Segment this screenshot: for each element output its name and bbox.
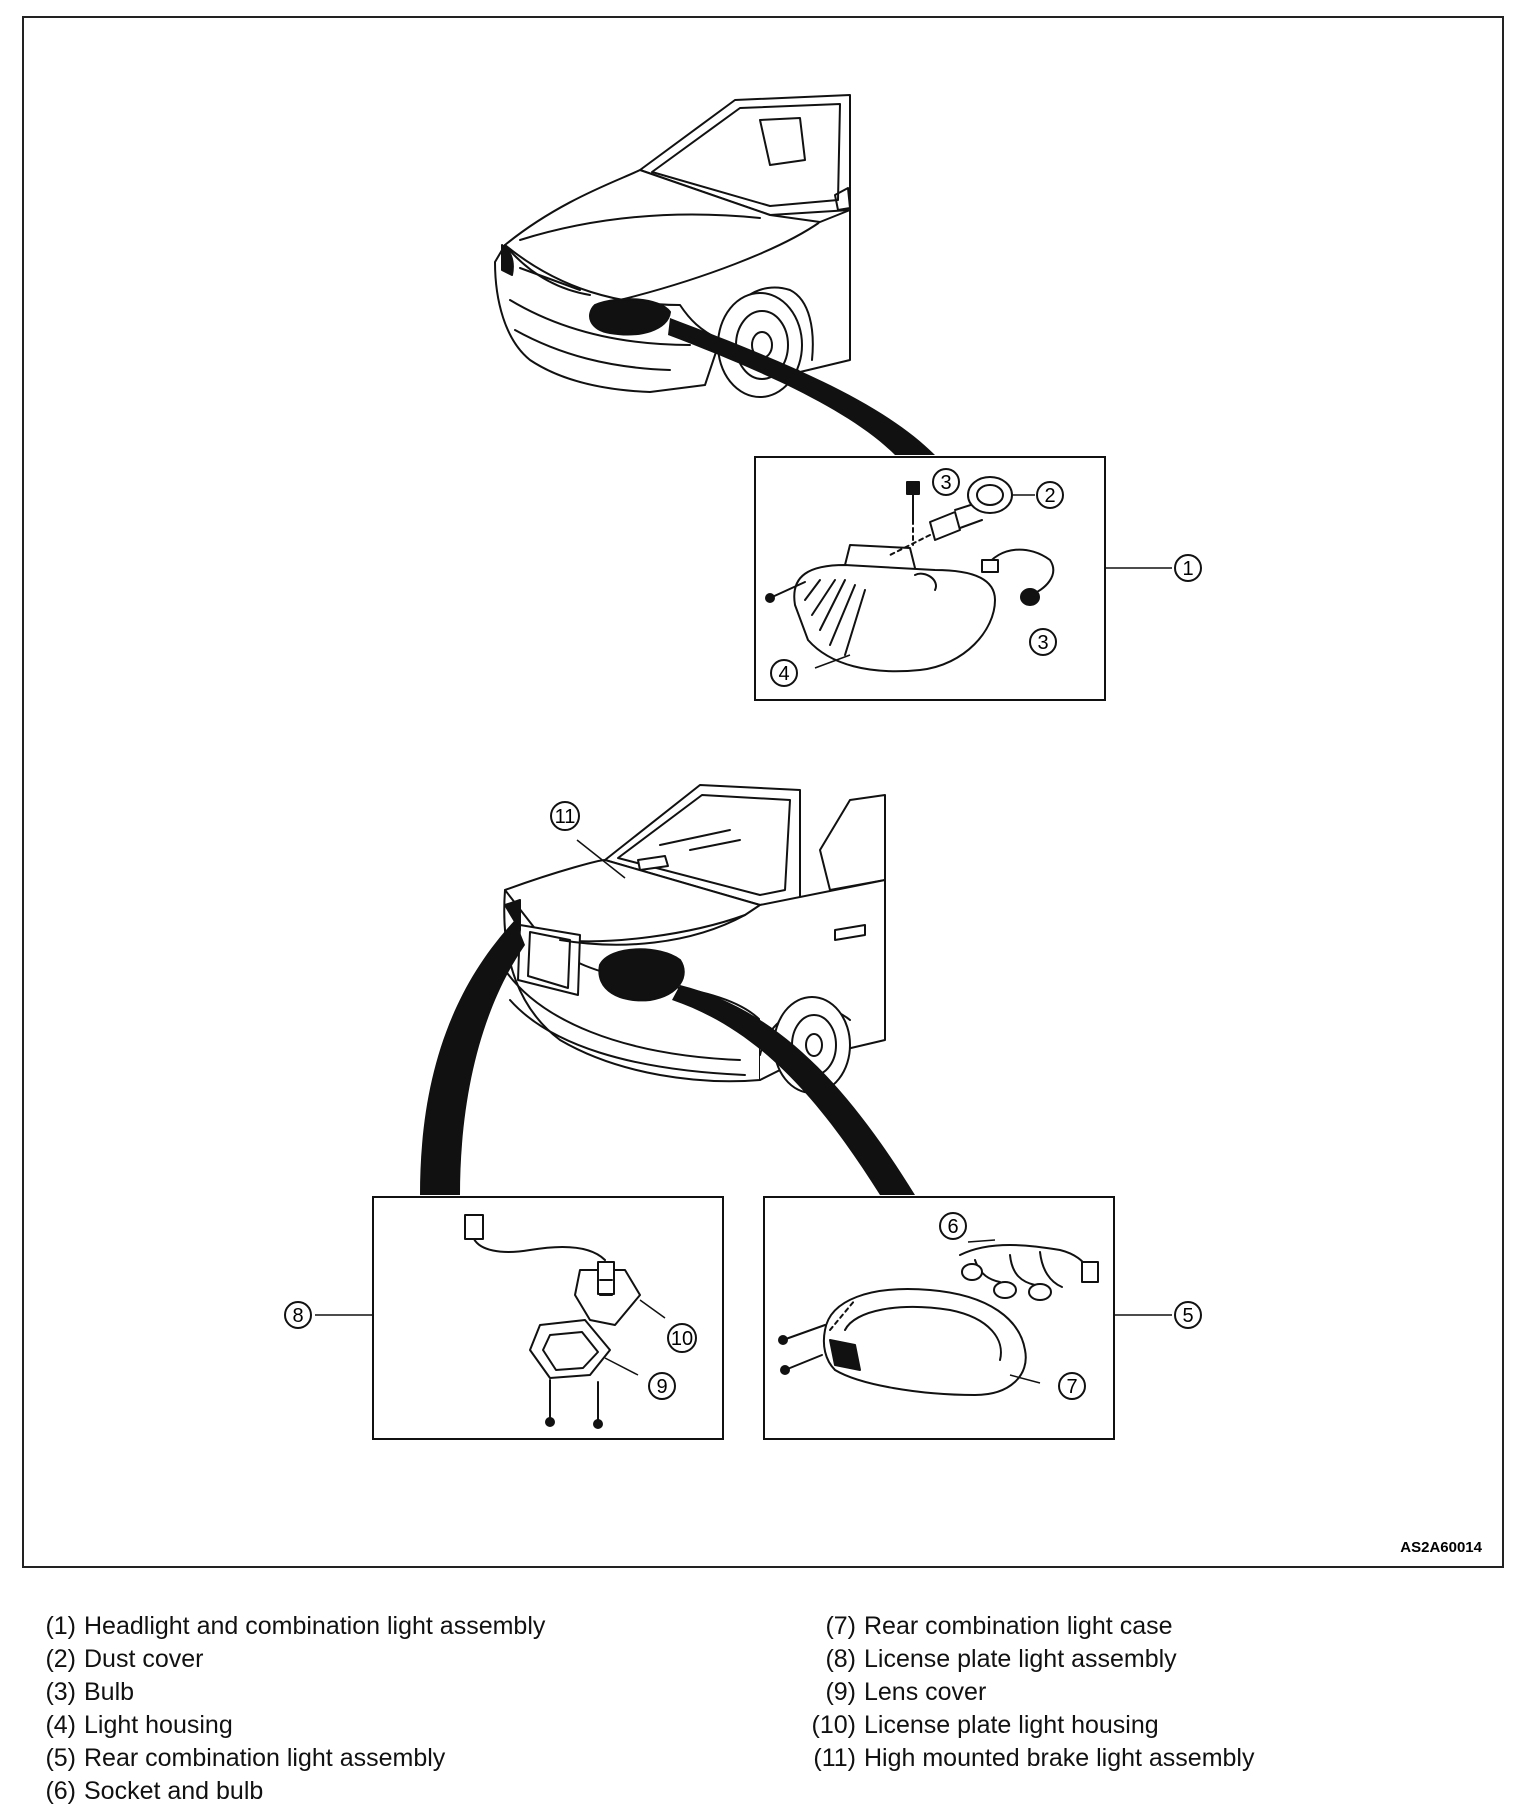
callout-2-label: 2 xyxy=(1044,485,1055,507)
callout-6: 6 xyxy=(939,1212,967,1240)
rear-light-detail-panel xyxy=(576,839,1172,1440)
legend-item: (10) License plate light housing xyxy=(806,1709,1254,1742)
legend-item-label: High mounted brake light assembly xyxy=(864,1744,1255,1772)
legend-item-label: Bulb xyxy=(84,1678,135,1706)
callout-7: 7 xyxy=(1058,1372,1086,1400)
front-detail-beam xyxy=(668,318,935,455)
callout-1-label: 1 xyxy=(1182,558,1193,580)
legend-item-number: (3) xyxy=(45,1678,76,1706)
legend-item: (3) Bulb xyxy=(26,1676,545,1709)
legend-item: (7) Rear combination light case xyxy=(806,1610,1254,1643)
legend-item-label: Dust cover xyxy=(84,1645,204,1673)
legend-item-number: (4) xyxy=(45,1711,76,1739)
legend-item-label: Headlight and combination light assembly xyxy=(84,1612,546,1640)
headlight-detail-panel xyxy=(754,456,1172,701)
license-detail-beam xyxy=(420,920,525,1195)
callout-5-label: 5 xyxy=(1182,1305,1193,1327)
rear-light-detail-beam xyxy=(672,985,915,1195)
legend-item-number: (1) xyxy=(45,1612,76,1640)
legend-item-label: Rear combination light case xyxy=(864,1612,1173,1640)
legend-item: (5) Rear combination light assembly xyxy=(26,1742,545,1775)
legend-item-number: (11) xyxy=(813,1744,856,1772)
callout-9-label: 9 xyxy=(656,1376,667,1398)
legend-item-number: (7) xyxy=(825,1612,856,1640)
callout-8-label: 8 xyxy=(292,1305,303,1327)
legend-item-number: (2) xyxy=(45,1645,76,1673)
rear-car-illustration xyxy=(503,784,886,1094)
diagram: 1 2 3 3 4 11 8 10 9 6 7 5 xyxy=(284,94,1483,1556)
legend-item: (8) License plate light assembly xyxy=(806,1643,1254,1676)
callout-1: 1 xyxy=(1174,554,1202,582)
figure-code: AS2A60014 xyxy=(1400,1539,1482,1556)
callout-3-bottom-label: 3 xyxy=(1037,632,1048,654)
legend-item-number: (8) xyxy=(825,1645,856,1673)
callout-11: 11 xyxy=(550,801,580,831)
legend-item-label: Socket and bulb xyxy=(84,1777,264,1805)
callout-10-label: 10 xyxy=(671,1328,693,1350)
front-car-illustration xyxy=(494,94,851,398)
callout-7-label: 7 xyxy=(1066,1376,1077,1398)
legend-item: (11) High mounted brake light assembly xyxy=(806,1742,1254,1775)
legend-item: (9) Lens cover xyxy=(806,1676,1254,1709)
legend-item-label: License plate light housing xyxy=(864,1711,1159,1739)
legend-item: (6) Socket and bulb xyxy=(26,1775,545,1808)
callout-6-label: 6 xyxy=(947,1216,958,1238)
callout-4: 4 xyxy=(770,659,798,687)
license-light-detail-panel xyxy=(315,1196,724,1440)
callout-9: 9 xyxy=(648,1372,676,1400)
legend-item-label: Lens cover xyxy=(864,1678,987,1706)
callout-3-top-label: 3 xyxy=(940,472,951,494)
parts-legend: (1) Headlight and combination light assem… xyxy=(26,1610,1506,1815)
legend-item-label: Rear combination light assembly xyxy=(84,1744,446,1772)
callout-5: 5 xyxy=(1174,1301,1202,1329)
callout-3-top: 3 xyxy=(932,468,960,496)
callout-3-bottom: 3 xyxy=(1029,628,1057,656)
callout-8: 8 xyxy=(284,1301,312,1329)
callout-10: 10 xyxy=(667,1323,697,1353)
callout-2: 2 xyxy=(1036,481,1064,509)
legend-item: (2) Dust cover xyxy=(26,1643,545,1676)
legend-item-number: (10) xyxy=(811,1711,856,1739)
legend-item-number: (9) xyxy=(825,1678,856,1706)
callout-11-label: 11 xyxy=(555,806,576,828)
callout-4-label: 4 xyxy=(778,663,789,685)
legend-item: (1) Headlight and combination light assem… xyxy=(26,1610,545,1643)
legend-item: (4) Light housing xyxy=(26,1709,545,1742)
legend-item-number: (5) xyxy=(45,1744,76,1772)
legend-item-label: License plate light assembly xyxy=(864,1645,1177,1673)
legend-right-column: (7) Rear combination light case (8) Licens… xyxy=(806,1610,1255,1775)
legend-item-label: Light housing xyxy=(84,1711,233,1739)
legend-item-number: (6) xyxy=(45,1777,76,1805)
figure-frame xyxy=(22,16,1504,1568)
legend-left-column: (1) Headlight and combination light assem… xyxy=(26,1610,545,1808)
